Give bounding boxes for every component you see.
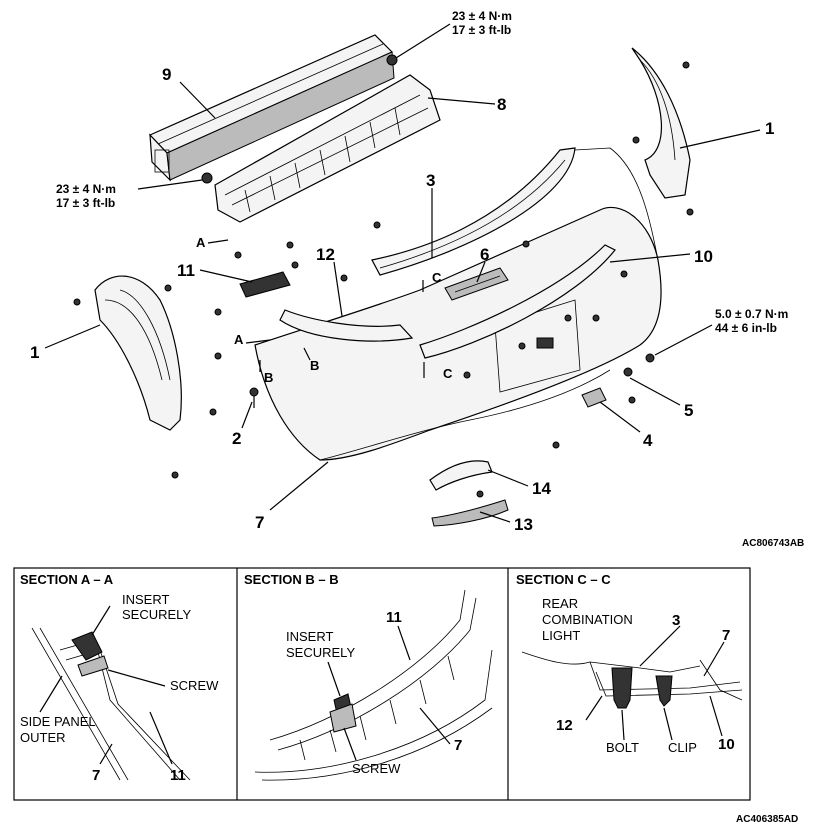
view-markers: A A B B C C — [196, 235, 453, 385]
section-cc-num-7: 7 — [722, 627, 730, 644]
marker-b-mid: B — [310, 358, 319, 373]
callout-13: 13 — [514, 515, 533, 534]
part-10-support — [419, 244, 616, 359]
sections-frame — [13, 567, 751, 801]
leader-11 — [199, 269, 253, 283]
section-cc: SECTION C – C REAR COMBINATION LIGHT 3 7… — [516, 572, 743, 755]
section-aa-insert-2: SECURELY — [122, 607, 191, 622]
section-aa: SECTION A – A INSERT SECURELY SCREW SIDE… — [20, 572, 219, 784]
callout-10: 10 — [694, 247, 713, 266]
part-8-absorber — [201, 54, 441, 223]
section-bb-screw: SCREW — [352, 761, 401, 776]
section-bb: SECTION B – B INSERT SECURELY 11 SCREW 7 — [244, 572, 493, 781]
part-14-bracket — [429, 460, 493, 491]
callout-6: 6 — [480, 245, 489, 264]
callout-5: 5 — [684, 401, 693, 420]
section-aa-insert-1: INSERT — [122, 592, 169, 607]
part-11-bracket — [234, 241, 299, 298]
leader-10 — [609, 253, 691, 263]
torque-left-nm: 23 ± 4 N·m — [56, 182, 116, 196]
figure-code-main: AC806743AB — [742, 538, 804, 549]
torque-right-nm: 5.0 ± 0.7 N·m — [715, 307, 788, 321]
section-aa-title: SECTION A – A — [20, 572, 114, 587]
leader-1-right — [679, 129, 761, 149]
marker-c-upper: C — [432, 270, 442, 285]
leader-5 — [629, 377, 681, 406]
callout-14: 14 — [532, 479, 551, 498]
leader-14 — [487, 469, 529, 487]
section-cc-bolt: BOLT — [606, 740, 639, 755]
part-13-reflector — [431, 490, 509, 527]
marker-c-lower: C — [443, 366, 453, 381]
section-aa-side-panel-1: SIDE PANEL — [20, 714, 96, 729]
callout-7: 7 — [255, 513, 264, 532]
figure-code-sections: AC406385AD — [736, 814, 798, 825]
section-cc-clip: CLIP — [668, 740, 697, 755]
callout-4: 4 — [643, 431, 653, 450]
section-cc-num-10: 10 — [718, 736, 735, 753]
leader-torque-right — [654, 324, 713, 356]
section-bb-insert-2: SECURELY — [286, 645, 355, 660]
section-bb-num-11: 11 — [386, 609, 402, 626]
part-6-bracket — [444, 267, 509, 301]
callout-8: 8 — [497, 95, 506, 114]
leader-torque-top — [395, 23, 451, 59]
callout-11: 11 — [177, 261, 195, 280]
part-7-bumper-fascia — [254, 147, 662, 461]
leader-7 — [269, 461, 329, 511]
section-cc-rear-3: LIGHT — [542, 628, 580, 643]
leader-1-left — [44, 324, 101, 349]
marker-a-mid: A — [234, 332, 244, 347]
leader-9 — [179, 81, 216, 119]
torque-top-ftlb: 17 ± 3 ft-lb — [452, 23, 511, 37]
part-1-left-shield — [73, 275, 217, 479]
section-cc-num-12: 12 — [556, 717, 573, 734]
fasteners — [214, 221, 628, 449]
leader-13 — [479, 511, 511, 523]
part-12-retainer — [279, 309, 414, 342]
leader-4 — [599, 401, 641, 433]
callout-9: 9 — [162, 65, 171, 84]
part-1-right-shield — [631, 47, 694, 216]
section-aa-screw: SCREW — [170, 678, 219, 693]
section-cc-rear-2: COMBINATION — [542, 612, 633, 627]
section-cc-num-3: 3 — [672, 612, 680, 629]
callout-1-right: 1 — [765, 119, 774, 138]
marker-b-low: B — [264, 370, 273, 385]
section-bb-title: SECTION B – B — [244, 572, 339, 587]
callout-12: 12 — [316, 245, 335, 264]
leader-12 — [333, 261, 343, 317]
part-2-screw — [249, 387, 259, 408]
callout-1-left: 1 — [30, 343, 39, 362]
leader-6 — [476, 261, 486, 283]
section-aa-num-11: 11 — [170, 767, 186, 784]
section-cc-title: SECTION C – C — [516, 572, 611, 587]
section-bb-insert-1: INSERT — [286, 629, 333, 644]
callout-3: 3 — [426, 171, 435, 190]
section-bb-num-7: 7 — [454, 737, 462, 754]
callout-2: 2 — [232, 429, 241, 448]
torque-right-inlb: 44 ± 6 in-lb — [715, 321, 777, 335]
leader-8 — [427, 97, 496, 105]
leader-2 — [241, 401, 253, 429]
section-cc-rear-1: REAR — [542, 596, 578, 611]
leader-torque-left — [137, 179, 203, 190]
torque-top-nm: 23 ± 4 N·m — [452, 9, 512, 23]
marker-a-top: A — [196, 235, 206, 250]
section-aa-num-7: 7 — [92, 767, 100, 784]
part-5-clip — [623, 353, 655, 404]
part-3-garnish — [371, 147, 576, 276]
torque-left-ftlb: 17 ± 3 ft-lb — [56, 196, 115, 210]
part-9-reinforcement — [148, 34, 395, 182]
section-aa-side-panel-2: OUTER — [20, 730, 66, 745]
